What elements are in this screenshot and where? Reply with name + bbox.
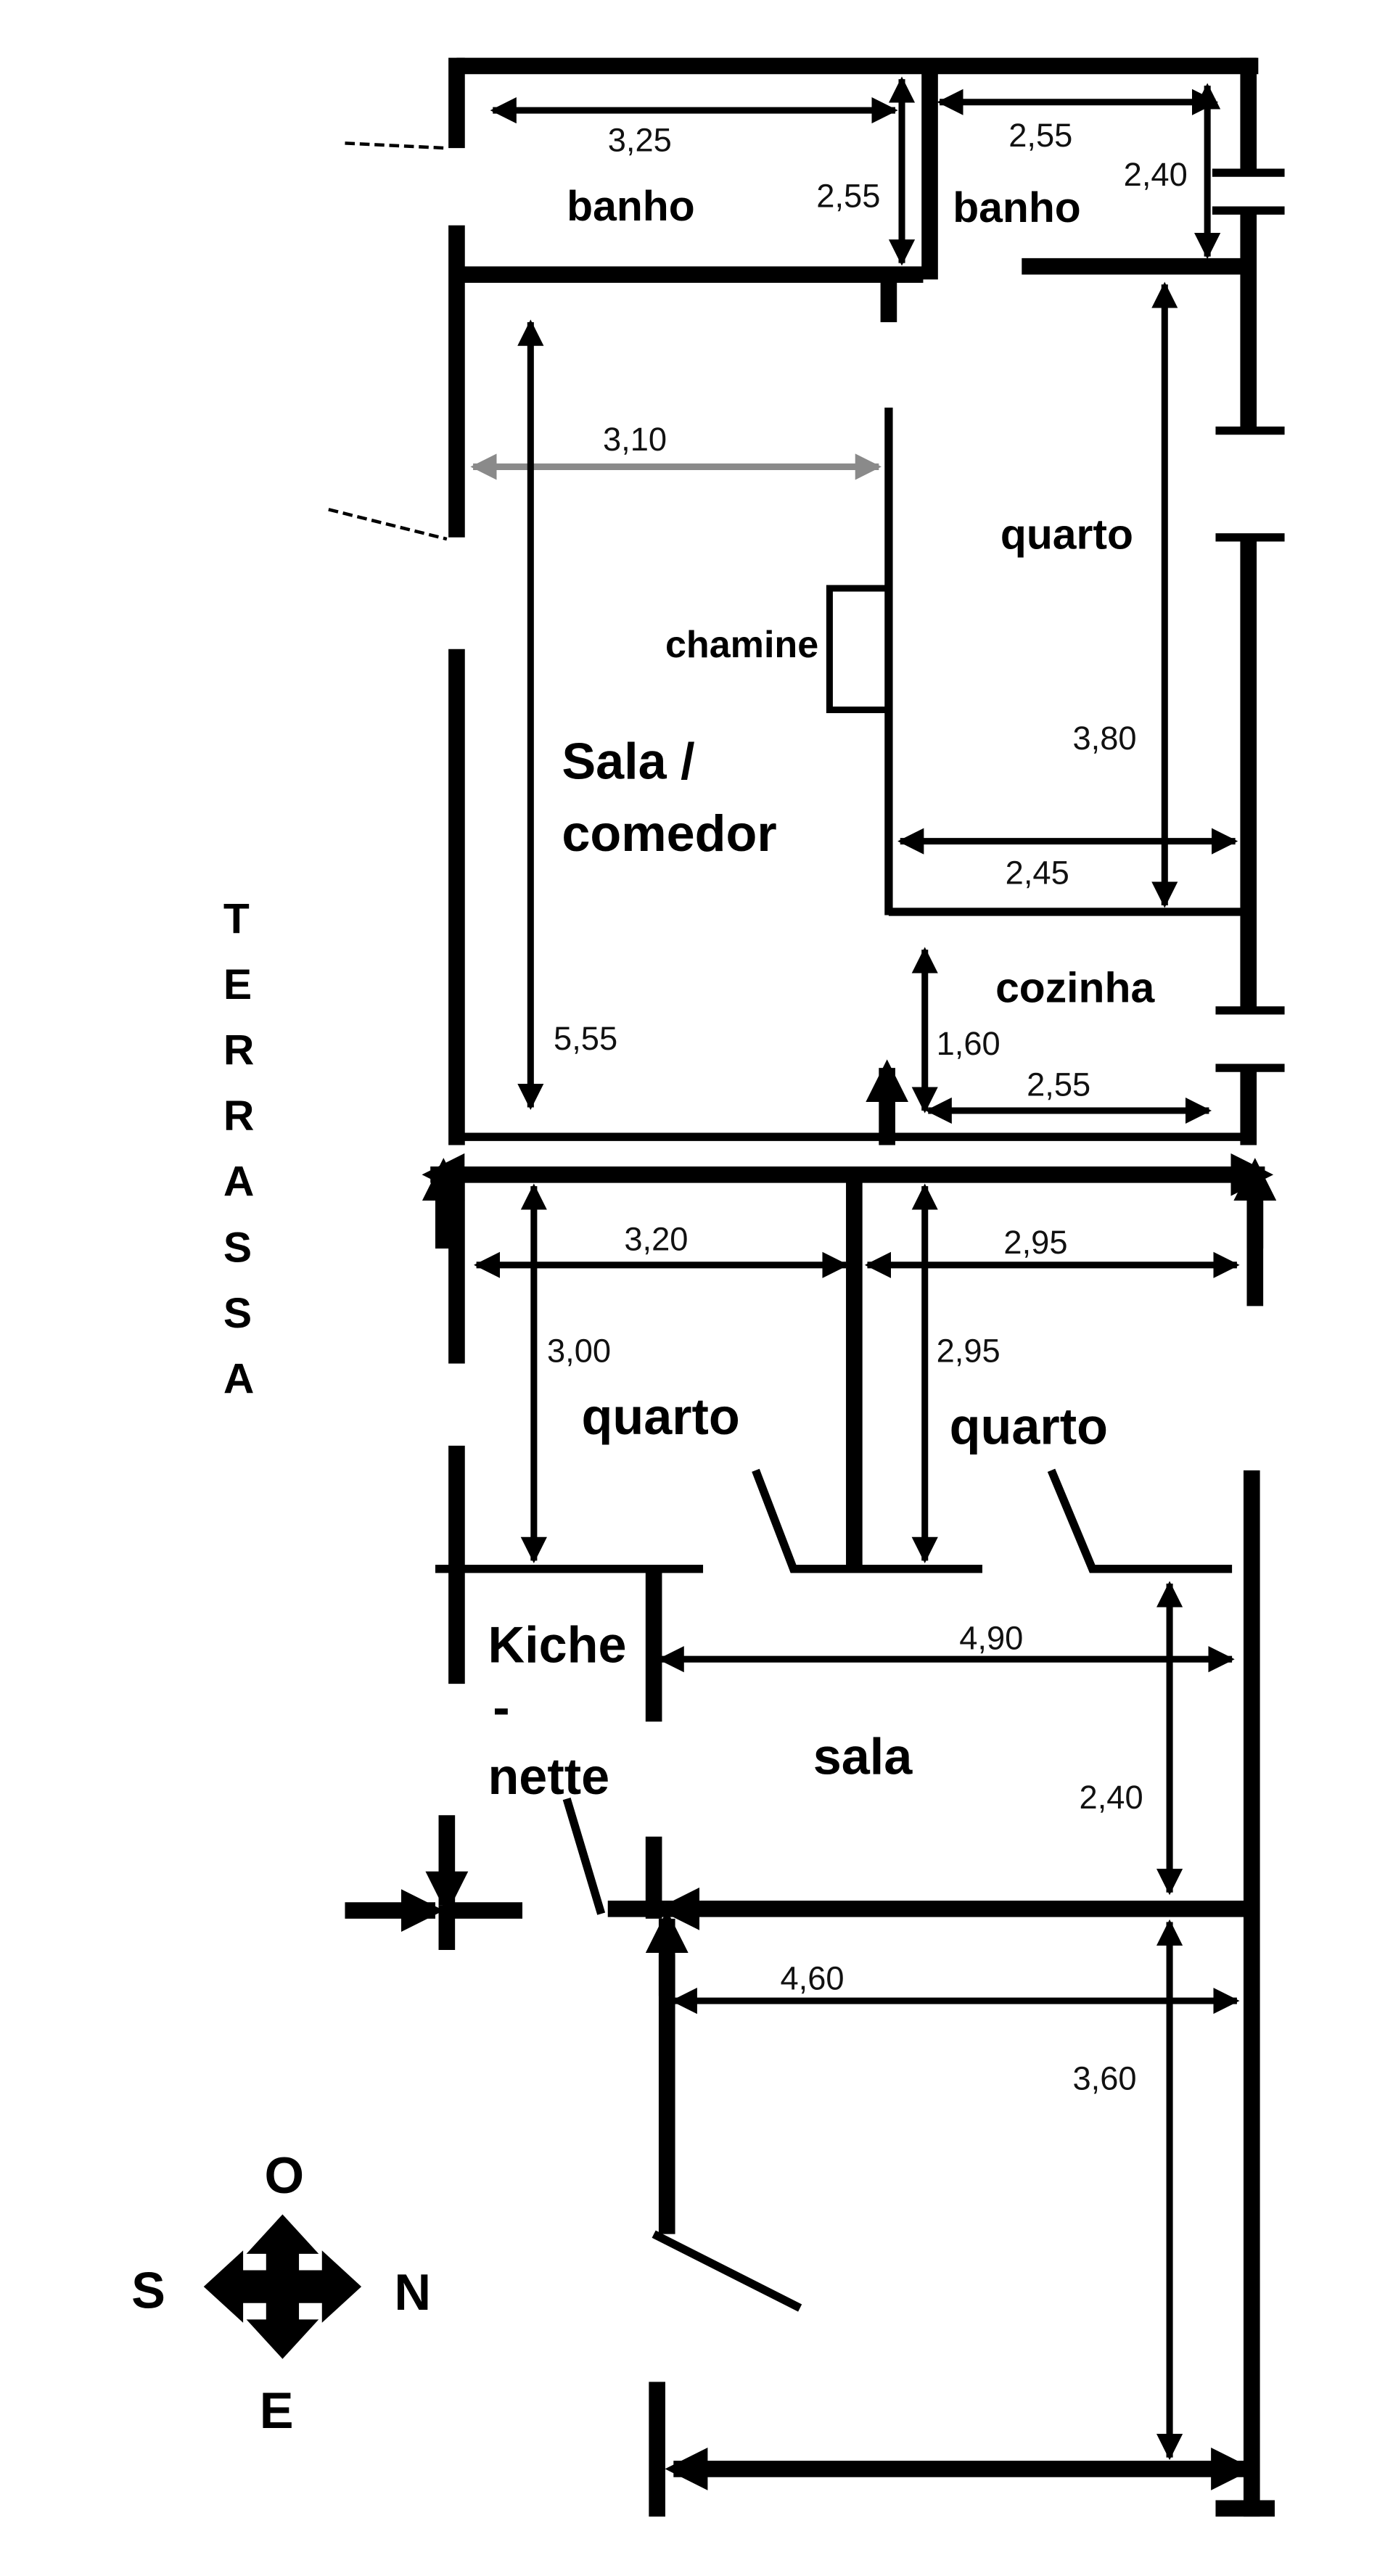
dim-bottom-room-width: 4,60 <box>780 1959 844 1996</box>
dim-cozinha-width: 2,55 <box>1027 1066 1090 1103</box>
room-quarto-upper: quarto <box>1000 511 1133 559</box>
terrace-letter: R <box>223 1092 255 1140</box>
terrace-letter: A <box>223 1159 255 1206</box>
room-sala-line2: comedor <box>562 805 776 862</box>
terrace-letter: A <box>223 1355 255 1402</box>
dim-banho-right-width: 2,55 <box>1008 117 1072 154</box>
dim-quarto-left-depth: 3,00 <box>547 1332 611 1369</box>
room-banho-left: banho <box>567 183 695 230</box>
dim-bottom-room-depth: 3,60 <box>1072 2059 1136 2096</box>
room-cozinha: cozinha <box>995 965 1155 1012</box>
room-sala-lower: sala <box>813 1728 913 1785</box>
compass-west: O <box>265 2147 305 2204</box>
dim-quarto-right-depth: 2,95 <box>937 1332 1000 1369</box>
dim-sala-width: 3,10 <box>603 421 667 458</box>
dim-quarto-right-width: 2,95 <box>1003 1224 1067 1261</box>
dim-banho-left-width: 3,25 <box>608 122 672 159</box>
compass-arrows-icon <box>203 2214 362 2359</box>
room-kitchenette-line3: nette <box>488 1748 609 1805</box>
room-kitchenette-line2: - <box>493 1679 509 1736</box>
dimension-labels: 3,25 2,55 2,55 2,40 3,10 5,55 3,80 2,45 … <box>547 117 1188 2096</box>
label-chamine: chamine <box>665 624 818 666</box>
room-quarto-lower-right: quarto <box>950 1398 1108 1455</box>
room-quarto-lower-left: quarto <box>582 1388 740 1445</box>
terrace-letter: R <box>223 1027 255 1074</box>
dim-quarto-left-width: 3,20 <box>624 1220 688 1257</box>
terrace-letter: E <box>223 961 252 1008</box>
compass-east: E <box>260 2382 294 2439</box>
dim-banho-right-depth: 2,40 <box>1124 156 1188 193</box>
room-kitchenette-line1: Kiche <box>488 1616 626 1674</box>
dim-sala-lower-width: 4,90 <box>959 1620 1023 1657</box>
dim-cozinha-depth: 1,60 <box>937 1025 1000 1062</box>
dim-sala-lower-depth: 2,40 <box>1080 1779 1143 1816</box>
dim-banho-left-depth: 2,55 <box>816 178 880 215</box>
dimension-lines <box>470 76 1240 2461</box>
room-sala-line1: Sala / <box>562 733 694 790</box>
terrace-label: T E R R A S S A <box>223 895 255 1402</box>
terrace-letter: S <box>223 1224 252 1271</box>
dim-sala-depth: 5,55 <box>554 1020 617 1057</box>
compass-north: N <box>394 2263 431 2321</box>
compass: O S N E <box>131 2147 431 2439</box>
dim-quarto-width: 2,45 <box>1006 855 1069 892</box>
terrace-letter: S <box>223 1290 252 1337</box>
compass-south: S <box>131 2262 165 2319</box>
terrace-letter: T <box>223 895 250 942</box>
room-banho-right: banho <box>953 184 1081 231</box>
dim-quarto-depth: 3,80 <box>1072 720 1136 757</box>
room-labels: banho banho quarto chamine Sala / comedo… <box>488 183 1155 1805</box>
walls <box>328 57 1285 2517</box>
chimney <box>826 585 892 714</box>
